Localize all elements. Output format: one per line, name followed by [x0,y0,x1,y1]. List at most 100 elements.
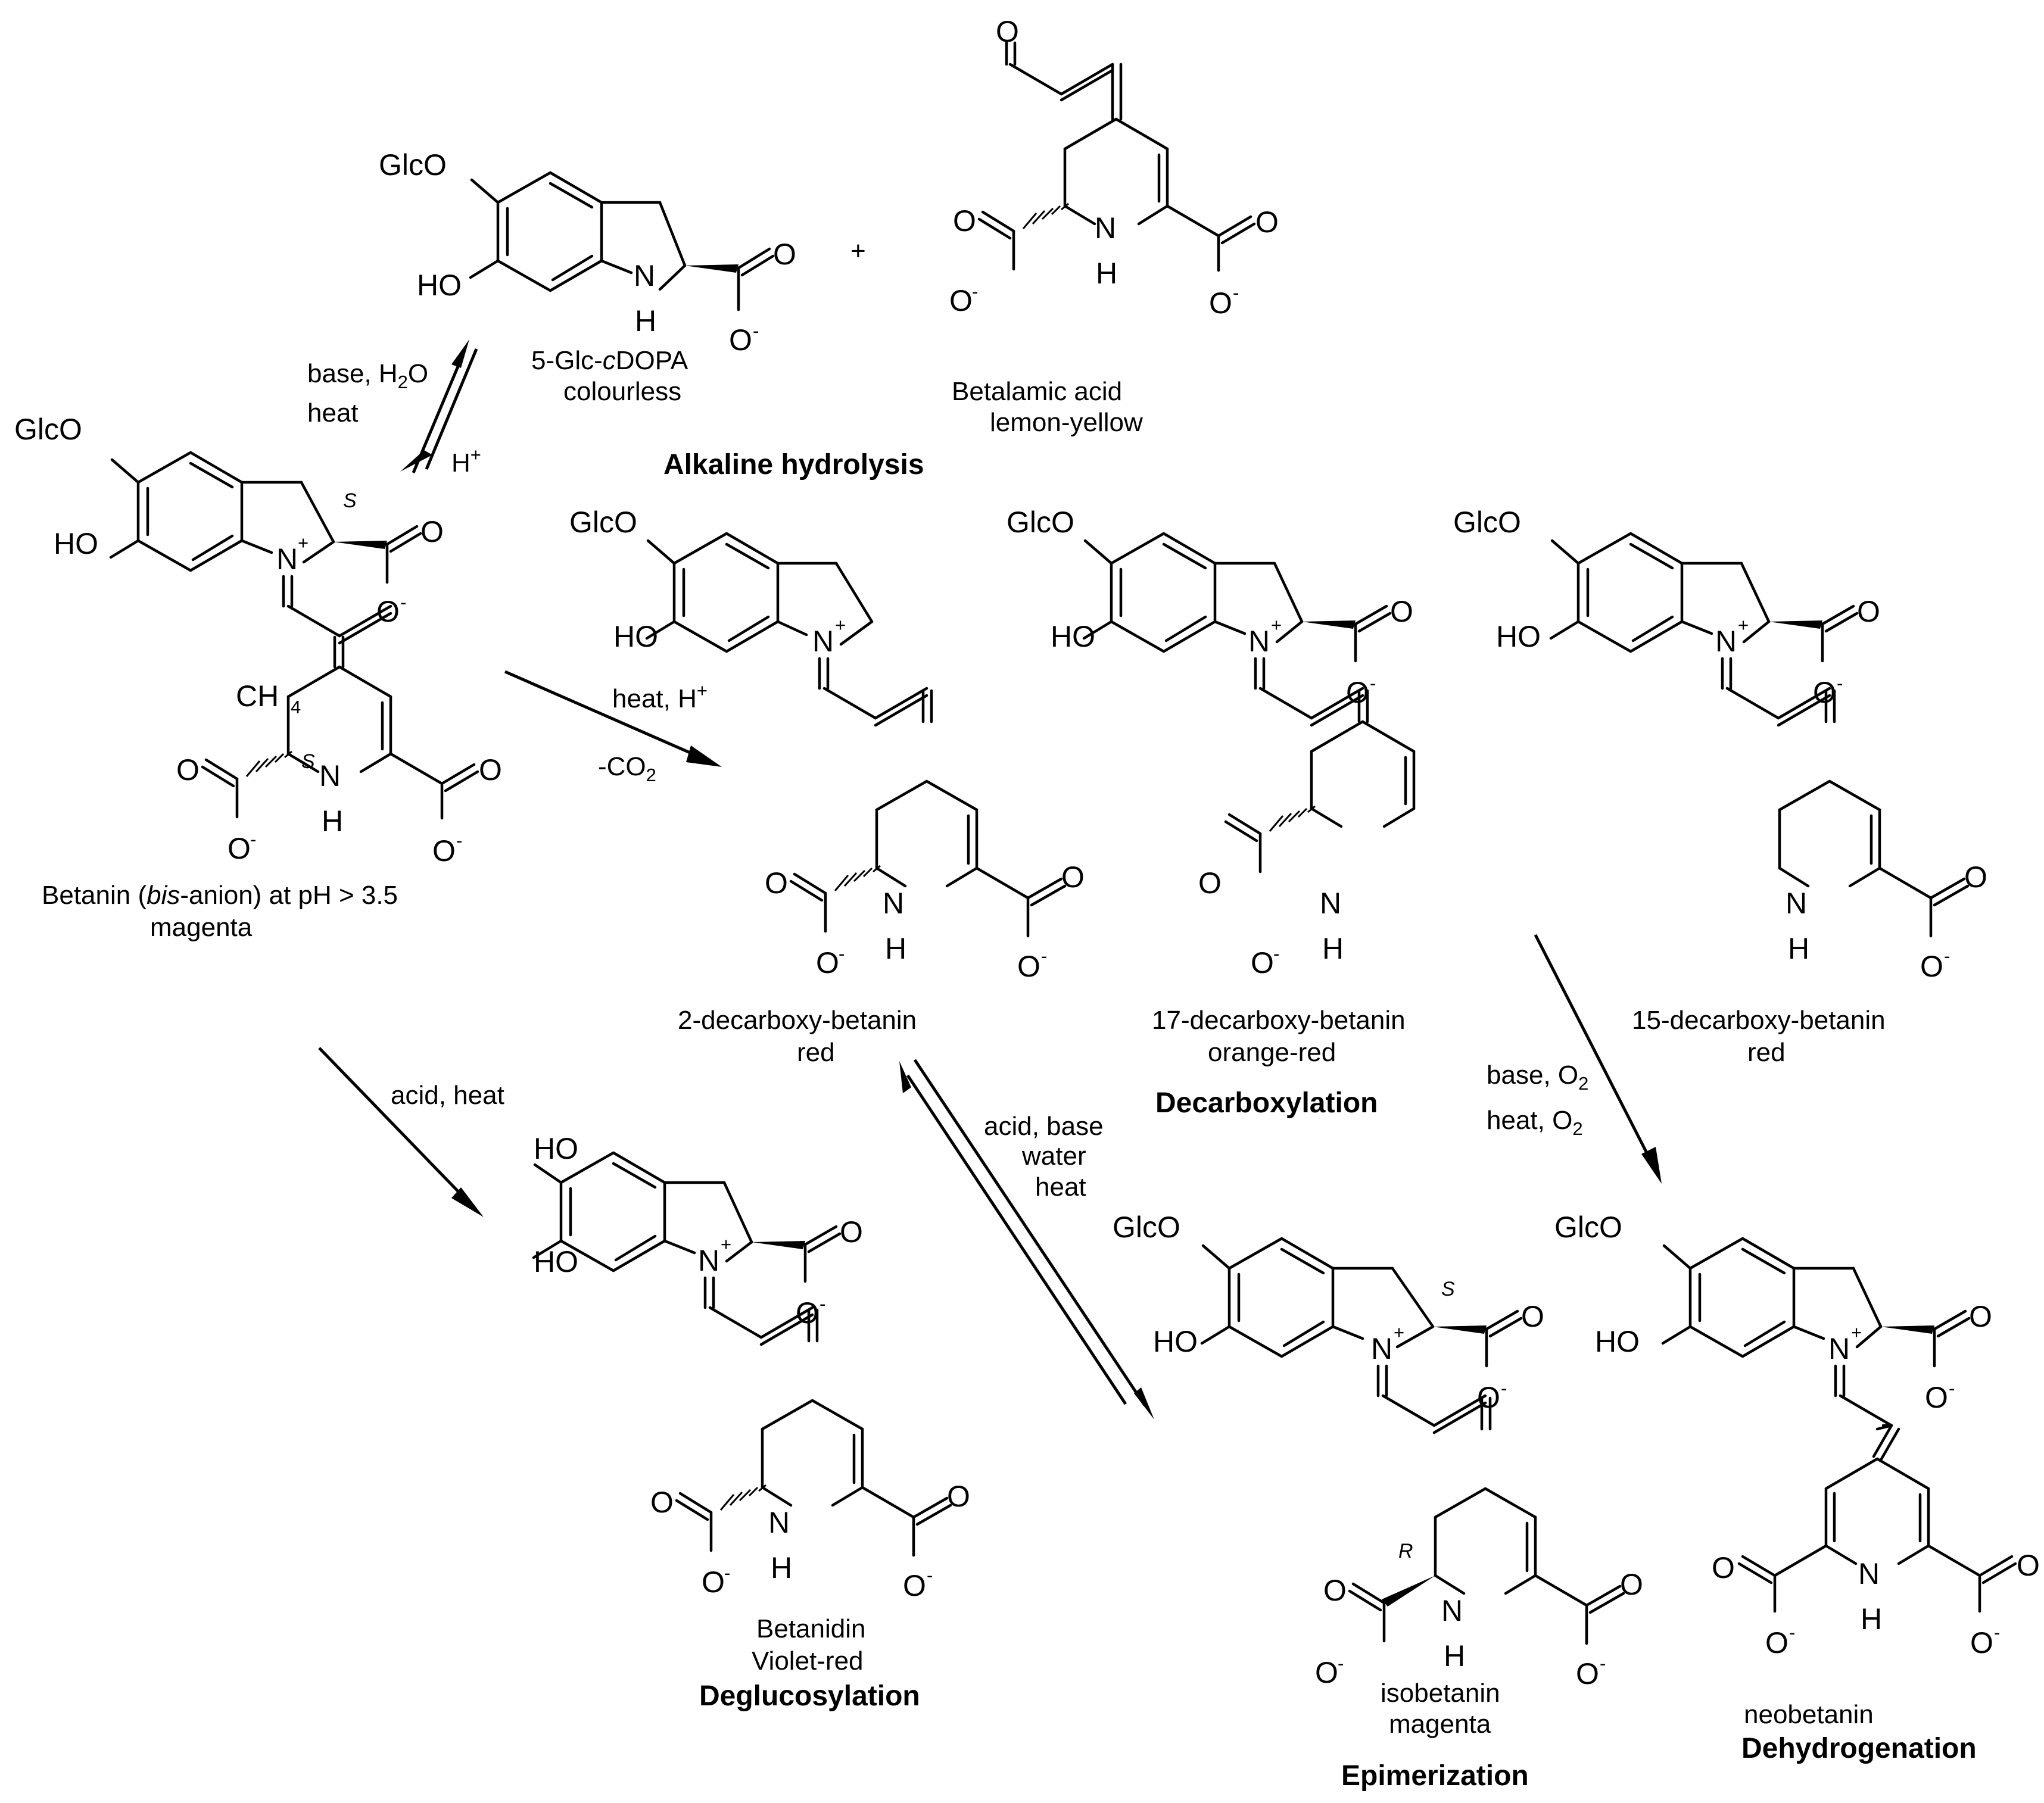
svg-text:HO: HO [534,1132,578,1165]
atom-h: H [635,304,656,338]
svg-text:N: N [1828,1332,1850,1365]
svg-text:Betalamic acid: Betalamic acid [952,377,1122,406]
svg-text:O: O [953,204,976,238]
svg-text:-: - [927,1565,933,1586]
atom-o: O [773,238,796,271]
decarboxylation-arrow [504,670,722,767]
svg-text:heat: heat [307,398,359,428]
svg-text:O: O [1576,1657,1599,1690]
svg-text:HO: HO [54,527,98,560]
label-decarboxylation: Decarboxylation [1155,1087,1378,1119]
svg-text:magenta: magenta [1389,1710,1491,1739]
svg-text:water: water [1021,1141,1086,1171]
svg-text:O: O [650,1486,674,1519]
svg-text:O: O [176,753,200,787]
svg-text:heat: heat [1035,1172,1086,1202]
betanin-structure: N + S O O - GlcO HO CH 4 S N H [14,413,502,868]
svg-text:GlcO: GlcO [1554,1211,1622,1244]
svg-text:-: - [456,830,462,851]
svg-text:O: O [1061,860,1085,894]
svg-text:CH: CH [236,679,279,713]
svg-text:O: O [1198,866,1222,900]
plus-sign: + [850,236,866,266]
svg-text:HO: HO [1153,1325,1198,1358]
decarboxy2-caption: 2-decarboxy-betanin red [678,1006,917,1067]
svg-text:base, H2O: base, H2O [307,359,428,392]
svg-text:H: H [322,804,343,838]
svg-text:H: H [885,932,906,965]
svg-text:O: O [1521,1300,1544,1333]
svg-text:S: S [1441,1278,1455,1300]
svg-text:-: - [1370,673,1376,694]
svg-text:+: + [1851,1322,1862,1343]
svg-text:red: red [797,1038,835,1067]
label-epimerization: Epimerization [1341,1760,1529,1792]
svg-text:O: O [1920,950,1943,983]
svg-text:HO: HO [613,620,658,653]
isobetanin-caption: isobetanin magenta [1381,1679,1500,1739]
svg-text:O: O [1390,595,1413,628]
svg-text:-: - [250,829,256,850]
isobetanin-structure: S O O - GlcO HO N + R N H O O - O O - [1113,1211,1643,1690]
svg-text:N: N [1715,625,1737,658]
svg-text:O: O [702,1565,725,1599]
svg-text:2-decarboxy-betanin: 2-decarboxy-betanin [678,1006,917,1035]
svg-text:GlcO: GlcO [1453,506,1521,539]
svg-text:O: O [947,1480,970,1513]
epimerization-equilibrium-arrows [899,1059,1154,1420]
svg-text:acid, base: acid, base [984,1112,1104,1141]
svg-text:-: - [1944,946,1950,966]
label-alkaline-hydrolysis: Alkaline hydrolysis [663,449,924,481]
svg-text:O: O [996,15,1019,48]
svg-text:-: - [1273,943,1279,964]
svg-text:H: H [1444,1639,1465,1673]
betanidin-caption: Betanidin Violet-red [752,1614,865,1676]
svg-text:N: N [1095,211,1116,245]
svg-text:base, O2: base, O2 [1487,1060,1588,1094]
svg-text:-: - [839,943,845,964]
svg-text:+: + [1394,1322,1404,1343]
svg-text:+: + [1271,614,1282,635]
svg-text:-: - [1949,1378,1955,1399]
dehydrogenation-conditions: base, O2 heat, O2 [1487,1060,1588,1139]
svg-text:O: O [1925,1381,1948,1414]
svg-text:H+: H+ [451,444,481,478]
atom-ho: HO [417,269,462,302]
svg-text:O: O [1209,286,1232,320]
svg-text:O: O [796,1296,819,1330]
svg-text:O: O [903,1569,926,1602]
atom-o-minus: O [729,323,752,357]
hydrolysis-conditions: base, H2O heat H+ [307,359,481,478]
svg-text:-: - [400,592,406,613]
svg-text:GlcO: GlcO [569,506,637,539]
svg-text:O: O [765,866,788,900]
deglucosylation-conditions: acid, heat [391,1081,504,1110]
svg-text:O: O [2017,1549,2040,1582]
svg-text:HO: HO [1051,620,1095,653]
svg-text:isobetanin: isobetanin [1381,1679,1500,1708]
glc-cdopa-structure: GlcO HO N H O O - + [379,148,866,357]
svg-text:-CO2: -CO2 [598,752,656,785]
svg-text:N: N [1441,1594,1463,1627]
svg-text:O: O [1251,946,1274,980]
svg-text:O: O [1970,1626,1993,1659]
svg-text:H: H [1096,257,1117,290]
neobetanin-structure: O O - GlcO HO N + N H O O - O [1554,1211,2040,1659]
svg-text:N: N [883,887,904,920]
epimerization-conditions: acid, base water heat [984,1112,1104,1202]
svg-text:O: O [1620,1568,1643,1601]
svg-text:+: + [1738,614,1749,635]
betalamic-acid-structure: O O O - O O - N H [949,15,1279,320]
svg-text:HO: HO [1496,620,1541,653]
svg-text:GlcO: GlcO [14,413,82,446]
svg-text:-: - [1789,1622,1795,1643]
svg-text:H: H [1861,1602,1882,1636]
svg-text:S: S [343,489,357,512]
svg-text:O: O [1969,1300,1992,1333]
svg-text:+: + [721,1234,731,1255]
svg-text:O: O [840,1215,863,1249]
svg-text:O: O [1765,1626,1788,1659]
svg-text:O: O [1857,595,1880,628]
svg-text:O: O [1712,1551,1735,1584]
